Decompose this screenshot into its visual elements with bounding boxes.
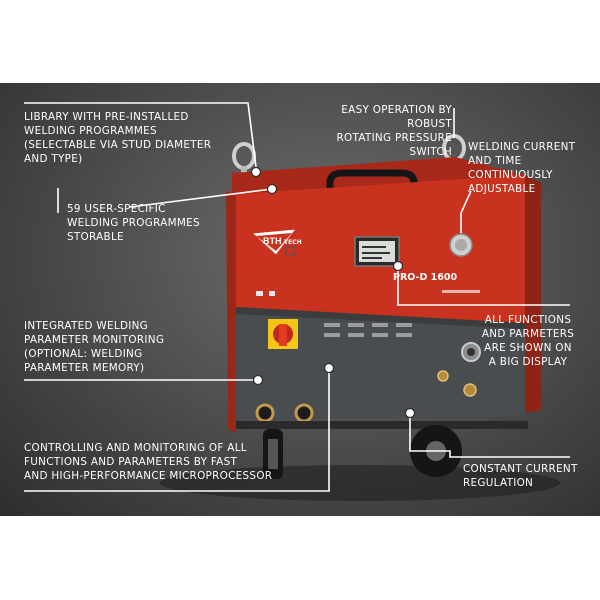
lcd-display <box>354 236 400 267</box>
spec-label <box>442 290 480 293</box>
program-buttons <box>324 323 412 337</box>
callout-dots <box>250 166 416 419</box>
control-connector <box>461 342 481 362</box>
callout-user-programmes: 59 USER-SPECIFIC WELDING PROGRAMMES STOR… <box>67 203 200 243</box>
brand-logo: BTH <box>250 228 298 256</box>
ground-socket <box>437 370 477 397</box>
callout-dot-current <box>404 407 416 419</box>
svg-text:BTH: BTH <box>263 236 282 246</box>
lifting-eye-left <box>232 142 256 174</box>
callout-constant-current: CONSTANT CURRENT REGULATION <box>463 463 578 489</box>
callout-line-all-functions <box>397 266 570 306</box>
welding-machine-illustration: BTH <box>24 102 570 501</box>
callout-line-user-programmes <box>129 188 273 208</box>
callout-dot-library <box>250 166 262 178</box>
floor-shadow <box>160 465 560 501</box>
indicator-label <box>256 291 263 296</box>
wheel-front-left <box>263 429 283 479</box>
callout-dot-controller <box>323 362 335 374</box>
callout-welding-current: WELDING CURRENT AND TIME CONTINUOUSLY AD… <box>468 141 576 195</box>
callout-lines <box>24 102 570 492</box>
rotary-pressure-switch <box>449 233 473 257</box>
callout-line-controlling <box>24 368 330 492</box>
callout-line-library <box>24 102 257 168</box>
welding-socket-right <box>294 403 314 423</box>
callout-line-welding-current <box>460 190 472 233</box>
model-label: PRO-D 1600 <box>393 272 458 283</box>
callout-controlling: CONTROLLING AND MONITORING OF ALL FUNCTI… <box>24 442 273 482</box>
indicator-label <box>269 291 275 296</box>
callout-dot-display <box>392 260 404 272</box>
housing-side <box>525 175 541 413</box>
callout-dot-user-programmes <box>266 183 278 195</box>
callout-monitoring: INTEGRATED WELDING PARAMETER MONITORING … <box>24 320 165 374</box>
main-power-switch <box>268 319 298 349</box>
undercarriage <box>236 421 528 429</box>
callout-library: LIBRARY WITH PRE-INSTALLED WELDING PROGR… <box>24 111 212 165</box>
callout-dot-monitoring <box>252 374 264 386</box>
housing-left-edge <box>226 191 236 433</box>
callout-line-constant-current <box>409 413 570 458</box>
brand-sub-label: TECH <box>284 239 302 246</box>
product-photo: BTH <box>0 83 600 516</box>
control-panel <box>236 307 525 421</box>
welding-socket-left <box>255 403 275 423</box>
carry-handle <box>326 169 418 195</box>
callout-all-functions: ALL FUNCTIONS AND PARMETERS ARE SHOWN ON… <box>481 314 575 368</box>
callout-easy-operation: EASY OPERATION BY ROBUST ROTATING PRESSU… <box>336 104 452 158</box>
